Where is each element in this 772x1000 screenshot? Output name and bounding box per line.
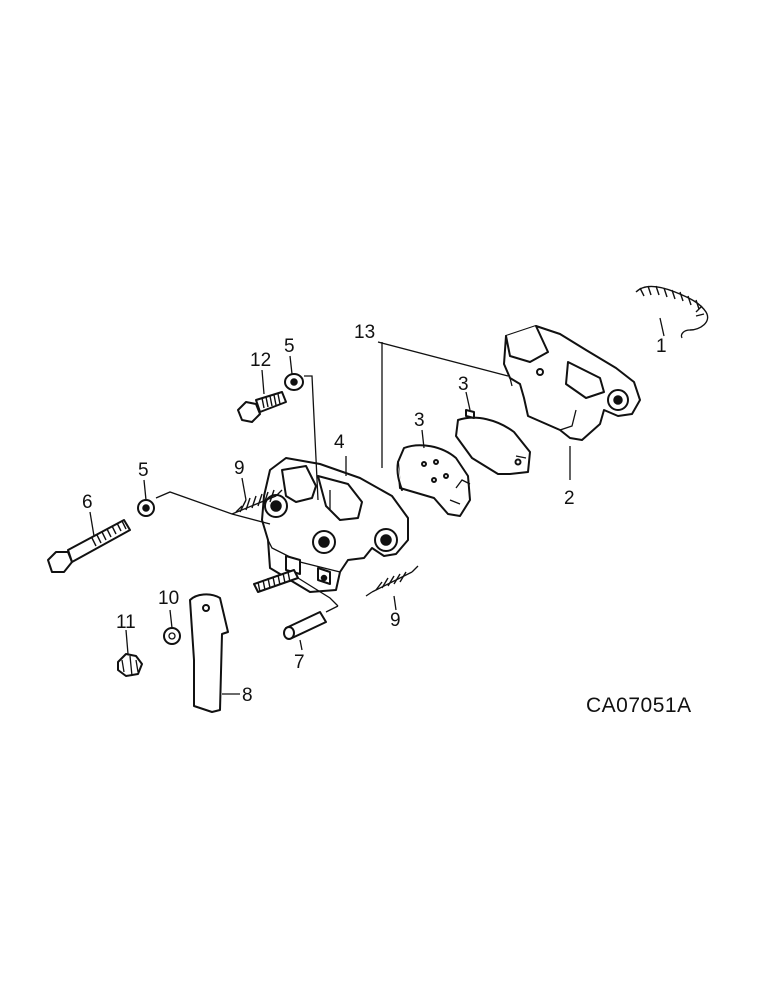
assembly-line-7	[297, 577, 339, 607]
lock-nut-part	[117, 653, 143, 677]
callout-6: 6	[82, 492, 93, 513]
callout-11: 11	[116, 612, 136, 633]
brake-pad-left-part	[396, 444, 471, 517]
callout-3a: 3	[414, 410, 425, 431]
leader-1	[659, 317, 665, 337]
leader-3b	[465, 391, 471, 411]
flat-washer-part	[163, 627, 181, 645]
leader-9b	[393, 595, 397, 611]
drawing-code: CA07051A	[586, 694, 692, 717]
callout-8: 8	[242, 685, 253, 706]
callout-13: 13	[354, 322, 375, 343]
leader-7	[299, 639, 303, 651]
callout-12: 12	[250, 350, 271, 371]
assembly-line-5a	[304, 375, 319, 501]
long-bolt-part	[47, 519, 131, 573]
callout-5a: 5	[284, 336, 295, 357]
callout-9a: 9	[234, 458, 245, 479]
leader-9a	[241, 477, 247, 501]
callout-9b: 9	[390, 610, 401, 631]
leader-10	[169, 609, 173, 629]
caliper-bracket-part	[261, 457, 409, 593]
washer-lower-part	[137, 499, 155, 517]
leader-13a	[377, 341, 509, 377]
brake-pad-right-part	[455, 409, 531, 475]
callout-10: 10	[158, 588, 179, 609]
leader-11	[125, 629, 129, 655]
assembly-line-5b	[155, 491, 271, 525]
leader-12	[261, 369, 265, 395]
leader-5a	[289, 355, 293, 375]
callout-1: 1	[656, 336, 667, 357]
short-bolt-part	[237, 391, 287, 423]
spring-lower-part	[365, 565, 419, 597]
spring-clip-part	[635, 285, 709, 339]
washer-upper-part	[284, 373, 304, 391]
callout-5b: 5	[138, 460, 149, 481]
caliper-housing-part	[503, 325, 641, 441]
leader-3a	[421, 429, 425, 449]
spring-upper-part	[231, 489, 283, 515]
leader-6	[89, 511, 95, 537]
callout-4: 4	[334, 432, 345, 453]
callout-7: 7	[294, 652, 305, 673]
callout-3b: 3	[458, 374, 469, 395]
pin-part	[283, 605, 339, 640]
stud-lower-part	[253, 569, 299, 593]
leader-5b	[143, 479, 147, 501]
lever-plate-part	[189, 593, 229, 713]
callout-2: 2	[564, 488, 575, 509]
